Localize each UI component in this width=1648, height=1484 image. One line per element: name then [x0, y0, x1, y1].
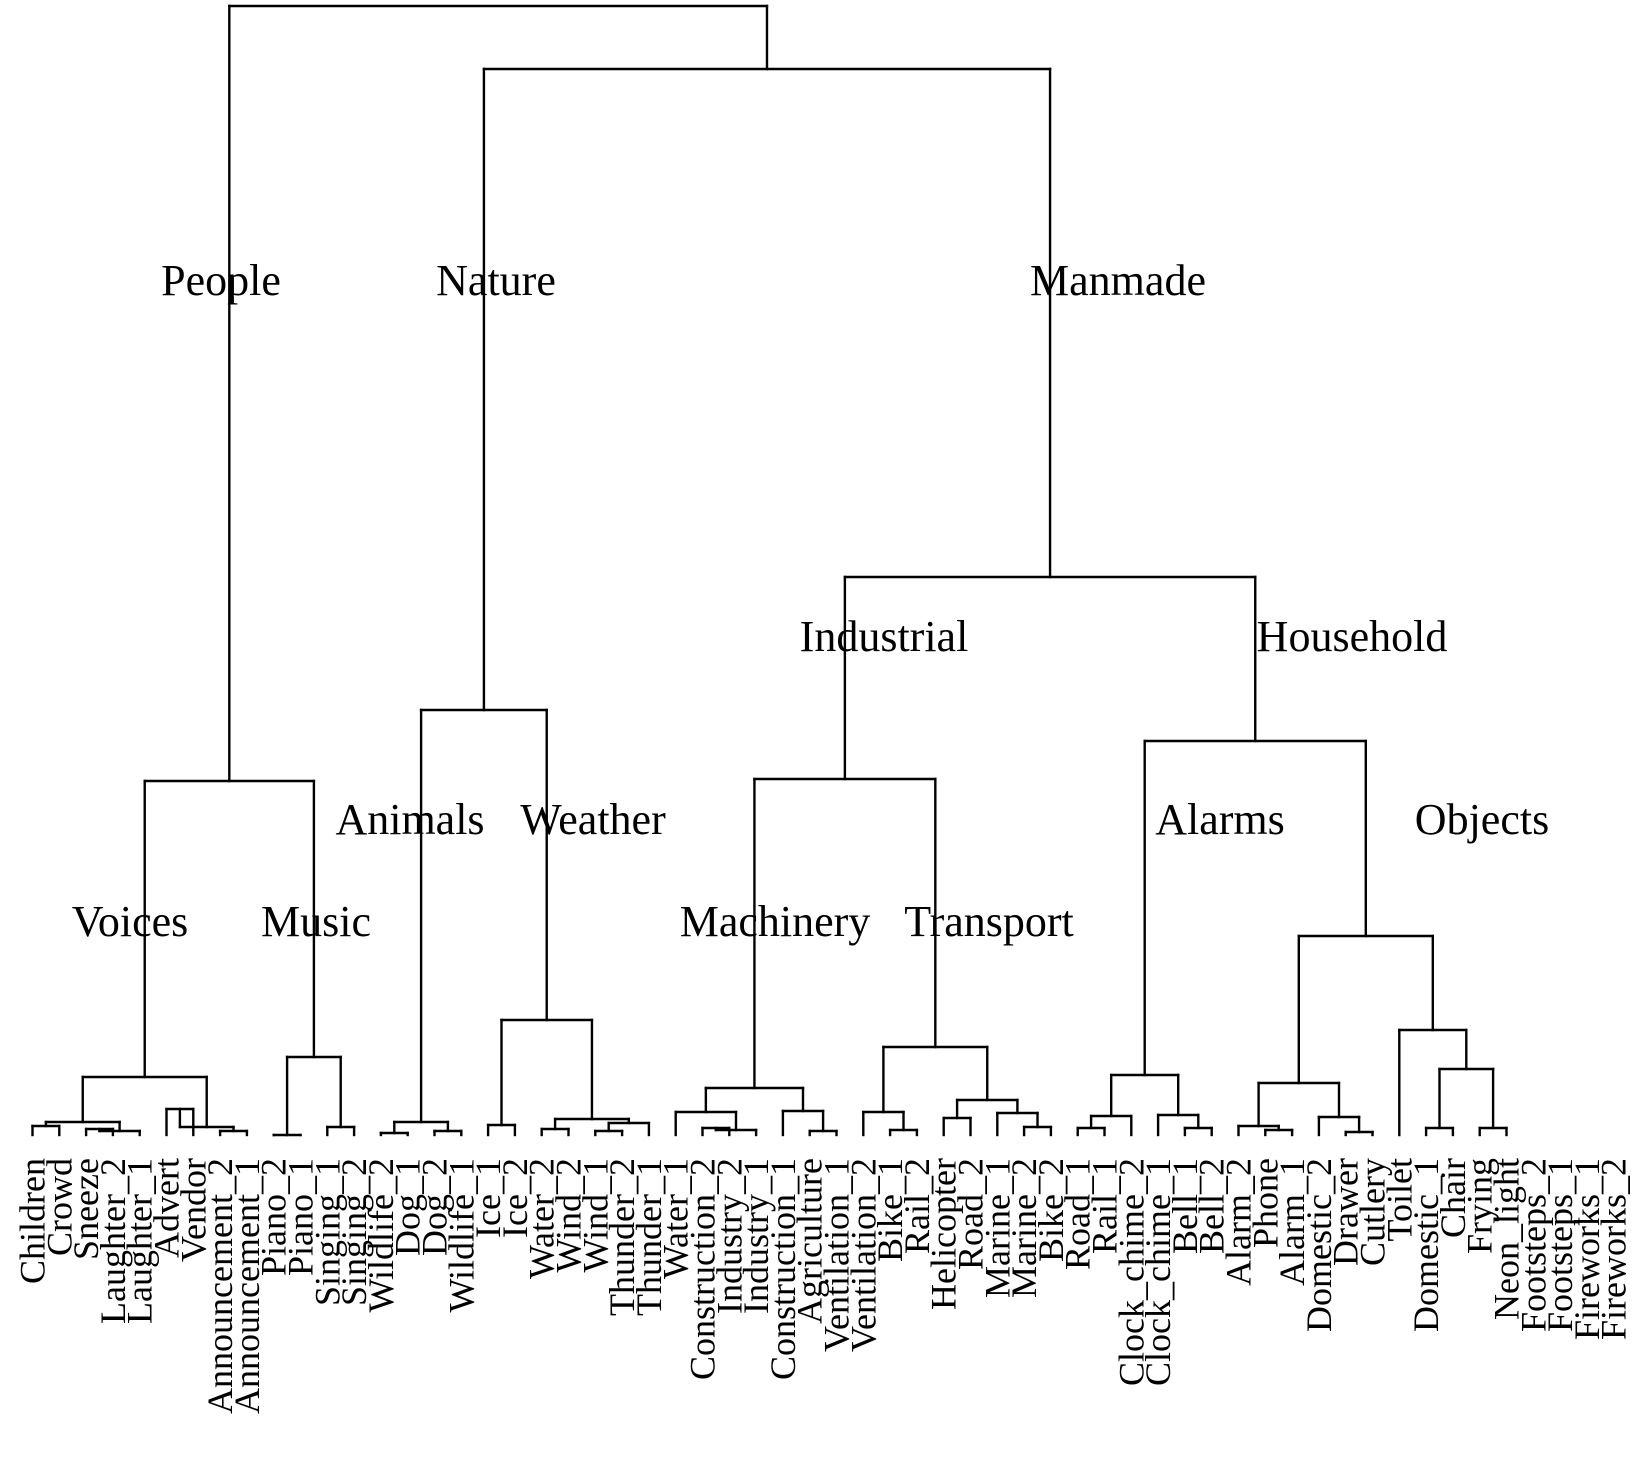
- leaf-label: Clock_chime_1: [1138, 1158, 1178, 1386]
- label-voices: Voices: [72, 897, 189, 946]
- leaf-label: Singing_1: [307, 1158, 347, 1306]
- leaf-label: Water_2: [522, 1158, 562, 1279]
- leaf-label: Footsteps_2: [1513, 1158, 1553, 1332]
- leaf-label: Dog_1: [388, 1158, 428, 1256]
- leaf-label: Announcement_2: [200, 1158, 240, 1414]
- leaf-label: Construction_2: [683, 1158, 723, 1380]
- dendrogram-branches: [31, 4, 1508, 1137]
- leaf-label: Bell_1: [1165, 1158, 1205, 1254]
- leaf-label: Water_1: [656, 1158, 696, 1279]
- leaf-label: Rail_1: [1085, 1158, 1125, 1254]
- leaf-label: Singing_2: [334, 1158, 374, 1306]
- leaf-label: Agriculture: [790, 1158, 830, 1324]
- leaf-label: Industry_2: [709, 1158, 749, 1314]
- leaf-label: Footsteps_1: [1540, 1158, 1580, 1332]
- leaf-label: Wind_2: [549, 1158, 589, 1273]
- label-household: Household: [1257, 612, 1448, 661]
- label-alarms: Alarms: [1155, 795, 1285, 844]
- leaf-label: Ventilation_2: [843, 1158, 883, 1352]
- leaf-label: Frying: [1460, 1158, 1500, 1254]
- leaf-label: Domestic_1: [1406, 1158, 1446, 1332]
- group-labels: People Nature Manmade Industrial Househo…: [72, 256, 1549, 946]
- leaf-labels: ChildrenCrowdSneezeLaughter_2Laughter_1A…: [13, 1158, 1634, 1414]
- leaf-label: Marine_2: [1004, 1158, 1044, 1298]
- leaf-label: Domestic_2: [1299, 1158, 1339, 1332]
- leaf-label: Fireworks_1: [1567, 1158, 1607, 1340]
- leaf-label: Announcement_1: [227, 1158, 267, 1414]
- leaf-label: Chair: [1433, 1158, 1473, 1238]
- leaf-label: Marine_1: [977, 1158, 1017, 1298]
- leaf-label: Advert: [147, 1158, 187, 1258]
- leaf-label: Sneeze: [66, 1158, 106, 1260]
- label-manmade: Manmade: [1030, 256, 1206, 305]
- label-machinery: Machinery: [680, 897, 871, 946]
- leaf-label: Road_1: [1058, 1158, 1098, 1270]
- label-nature: Nature: [436, 256, 556, 305]
- leaf-label: Piano_1: [281, 1158, 321, 1276]
- leaf-label: Thunder_1: [629, 1158, 669, 1316]
- leaf-label: Alarm_1: [1272, 1158, 1312, 1286]
- leaf-label: Helicopter: [924, 1158, 964, 1310]
- leaf-label: Rail_2: [897, 1158, 937, 1254]
- label-weather: Weather: [520, 795, 666, 844]
- leaf-label: Fireworks_2: [1594, 1158, 1634, 1340]
- leaf-label: Construction_1: [763, 1158, 803, 1380]
- leaf-label: Ventilation_1: [817, 1158, 857, 1352]
- leaf-label: Drawer: [1326, 1158, 1366, 1266]
- label-animals: Animals: [335, 795, 484, 844]
- leaf-label: Phone: [1245, 1158, 1285, 1248]
- leaf-label: Wildlife_1: [441, 1158, 481, 1313]
- leaf-label: Laughter_2: [93, 1158, 133, 1324]
- leaf-label: Ice_1: [468, 1158, 508, 1238]
- leaf-label: Crowd: [39, 1158, 79, 1256]
- label-industrial: Industrial: [800, 612, 969, 661]
- leaf-label: Bike_2: [1031, 1158, 1071, 1262]
- leaf-label: Wildlife_2: [361, 1158, 401, 1313]
- leaf-label: Ice_2: [495, 1158, 535, 1238]
- leaf-label: Bell_2: [1192, 1158, 1232, 1254]
- leaf-label: Toilet: [1379, 1158, 1419, 1241]
- leaf-label: Thunder_2: [602, 1158, 642, 1316]
- leaf-label: Wind_1: [575, 1158, 615, 1273]
- leaf-label: Laughter_1: [120, 1158, 160, 1324]
- label-transport: Transport: [904, 897, 1074, 946]
- leaf-label: Clock_chime_2: [1111, 1158, 1151, 1386]
- leaf-label: Vendor: [173, 1158, 213, 1262]
- label-music: Music: [261, 897, 371, 946]
- leaf-label: Children: [13, 1158, 53, 1284]
- leaf-label: Neon_light: [1487, 1158, 1527, 1320]
- leaf-label: Industry_1: [736, 1158, 776, 1314]
- leaf-label: Cutlery: [1353, 1158, 1393, 1266]
- label-people: People: [161, 256, 281, 305]
- leaf-label: Alarm_2: [1219, 1158, 1259, 1286]
- leaf-label: Bike_1: [870, 1158, 910, 1262]
- leaf-label: Piano_2: [254, 1158, 294, 1276]
- label-objects: Objects: [1415, 795, 1549, 844]
- leaf-label: Road_2: [951, 1158, 991, 1270]
- leaf-label: Dog_2: [415, 1158, 455, 1256]
